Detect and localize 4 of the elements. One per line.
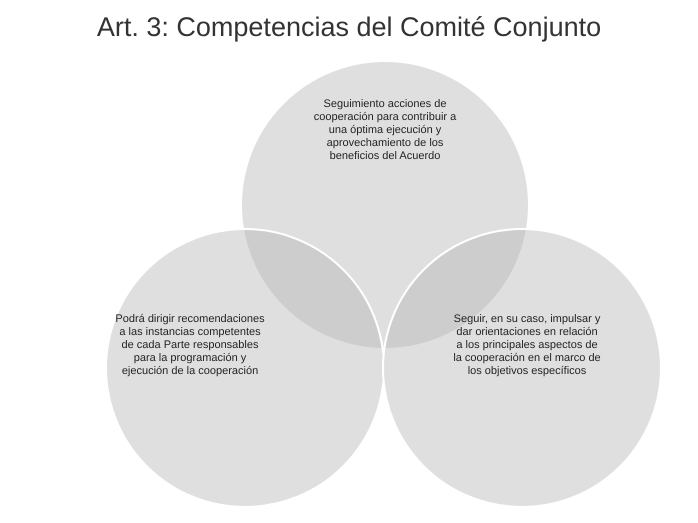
circle-text: Seguir, en su caso, impulsar y dar orientaciones en relación a los principales aspectos de la cooperación en el marco de los objetivos específicos <box>452 313 602 378</box>
title: Art. 3: Competencias del Comité Conjunto <box>96 12 602 43</box>
circle-text: Podrá dirigir recomendaciones a las instancias competentes de cada Parte responsables para la programación y ejecución de la cooperación <box>115 313 265 378</box>
circle-text: Seguimiento acciones de cooperación para contribuir a una óptima ejecución y aprovechamiento de los beneficios del Acuerdo <box>312 98 458 163</box>
